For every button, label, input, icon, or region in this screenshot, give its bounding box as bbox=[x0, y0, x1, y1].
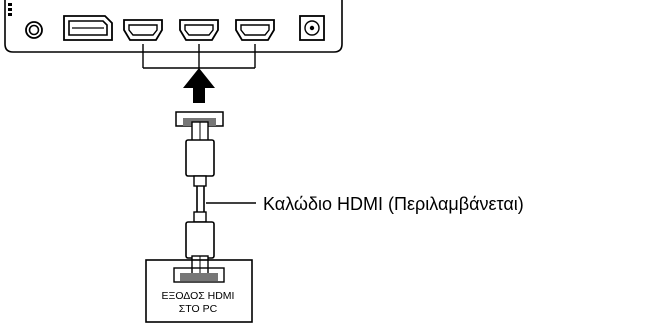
pc-output-label-line1: ΕΞΟΔΟΣ HDMI bbox=[161, 290, 235, 302]
hdmi-cable bbox=[196, 186, 205, 212]
pc-output-label-line2: ΣΤΟ PC bbox=[178, 303, 218, 315]
monitor-panel-outline bbox=[4, 0, 343, 53]
pc-output-label: ΕΞΟΔΟΣ HDMI ΣΤΟ PC bbox=[143, 290, 253, 316]
hdmi-port-1-icon bbox=[123, 19, 163, 41]
hdmi-ports-bracket bbox=[142, 44, 256, 69]
displayport-port-icon bbox=[63, 15, 113, 41]
panel-vent-icon bbox=[8, 3, 12, 16]
dc-power-jack-icon bbox=[299, 15, 325, 41]
hdmi-connector-upper bbox=[175, 111, 224, 187]
pc-output-box bbox=[145, 259, 253, 323]
hdmi-connector-lower bbox=[185, 211, 215, 275]
hdmi-port-2-icon bbox=[179, 19, 219, 41]
hdmi-port-3-icon bbox=[235, 19, 275, 41]
audio-jack-icon bbox=[25, 21, 43, 39]
cable-label: Καλώδιο HDMI (Περιλαμβάνεται) bbox=[263, 194, 524, 214]
monitor-rear-panel bbox=[4, 0, 343, 53]
insert-arrow-icon bbox=[183, 68, 215, 103]
